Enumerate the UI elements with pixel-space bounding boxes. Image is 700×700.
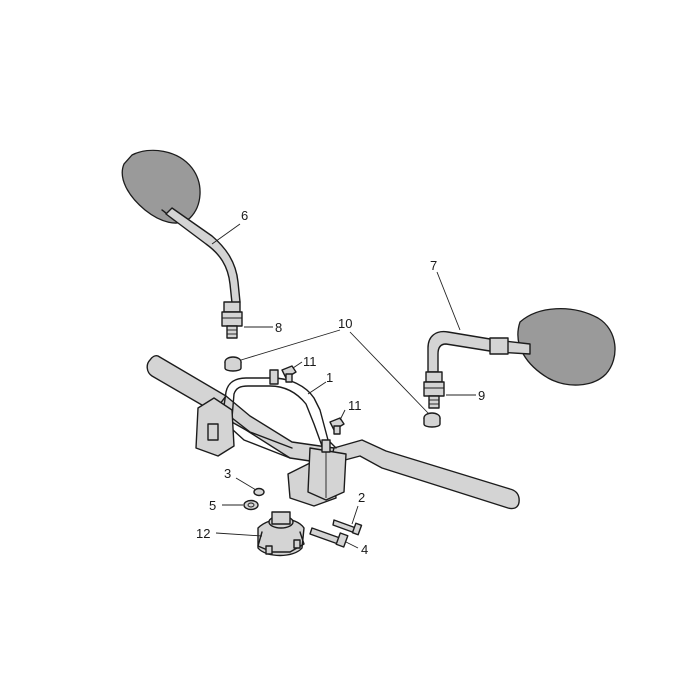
left-mirror <box>121 149 243 339</box>
right-mirror-collar <box>489 337 509 355</box>
right-mirror-adapter <box>423 381 445 397</box>
callout-7: 7 <box>430 258 437 273</box>
handlebar-right-tube <box>329 439 520 510</box>
callout-12: 12 <box>196 526 210 541</box>
right-mirror-thread <box>428 395 440 409</box>
callout-5: 5 <box>209 498 216 513</box>
frame-riser-left <box>269 369 279 385</box>
callout-6: 6 <box>241 208 248 223</box>
nut-right <box>423 412 441 428</box>
frame-riser-right <box>321 439 331 453</box>
bolt-4 <box>309 527 349 548</box>
callout-9: 9 <box>478 388 485 403</box>
right-mirror-stem <box>427 330 531 373</box>
callout-4: 4 <box>361 542 368 557</box>
leader-lines <box>211 223 476 549</box>
right-mirror-nut <box>425 371 443 383</box>
left-mirror-glass <box>121 149 201 224</box>
callout-3: 3 <box>224 466 231 481</box>
left-mirror-adapter <box>221 311 243 327</box>
bolt-2 <box>332 519 363 536</box>
left-mirror-thread <box>226 325 238 339</box>
right-mirror <box>423 308 616 409</box>
bolt-11-upper <box>281 365 297 383</box>
handlebar <box>146 355 520 510</box>
left-mirror-stem <box>165 207 241 304</box>
callout-8: 8 <box>275 320 282 335</box>
callout-11-upper: 11 <box>303 354 317 369</box>
callout-11-lower: 11 <box>348 398 362 413</box>
callout-labels: 6 8 7 9 10 11 11 1 3 5 2 4 12 <box>196 208 485 557</box>
bolt-11-lower <box>329 417 345 435</box>
nut-3 <box>253 487 265 497</box>
washer-5 <box>243 499 259 511</box>
callout-10: 10 <box>338 316 352 331</box>
nut-left <box>224 356 242 372</box>
left-mirror-nut <box>223 301 241 313</box>
hub-12 <box>257 511 305 557</box>
callout-1: 1 <box>326 370 333 385</box>
callout-2: 2 <box>358 490 365 505</box>
right-mirror-glass <box>517 308 616 386</box>
